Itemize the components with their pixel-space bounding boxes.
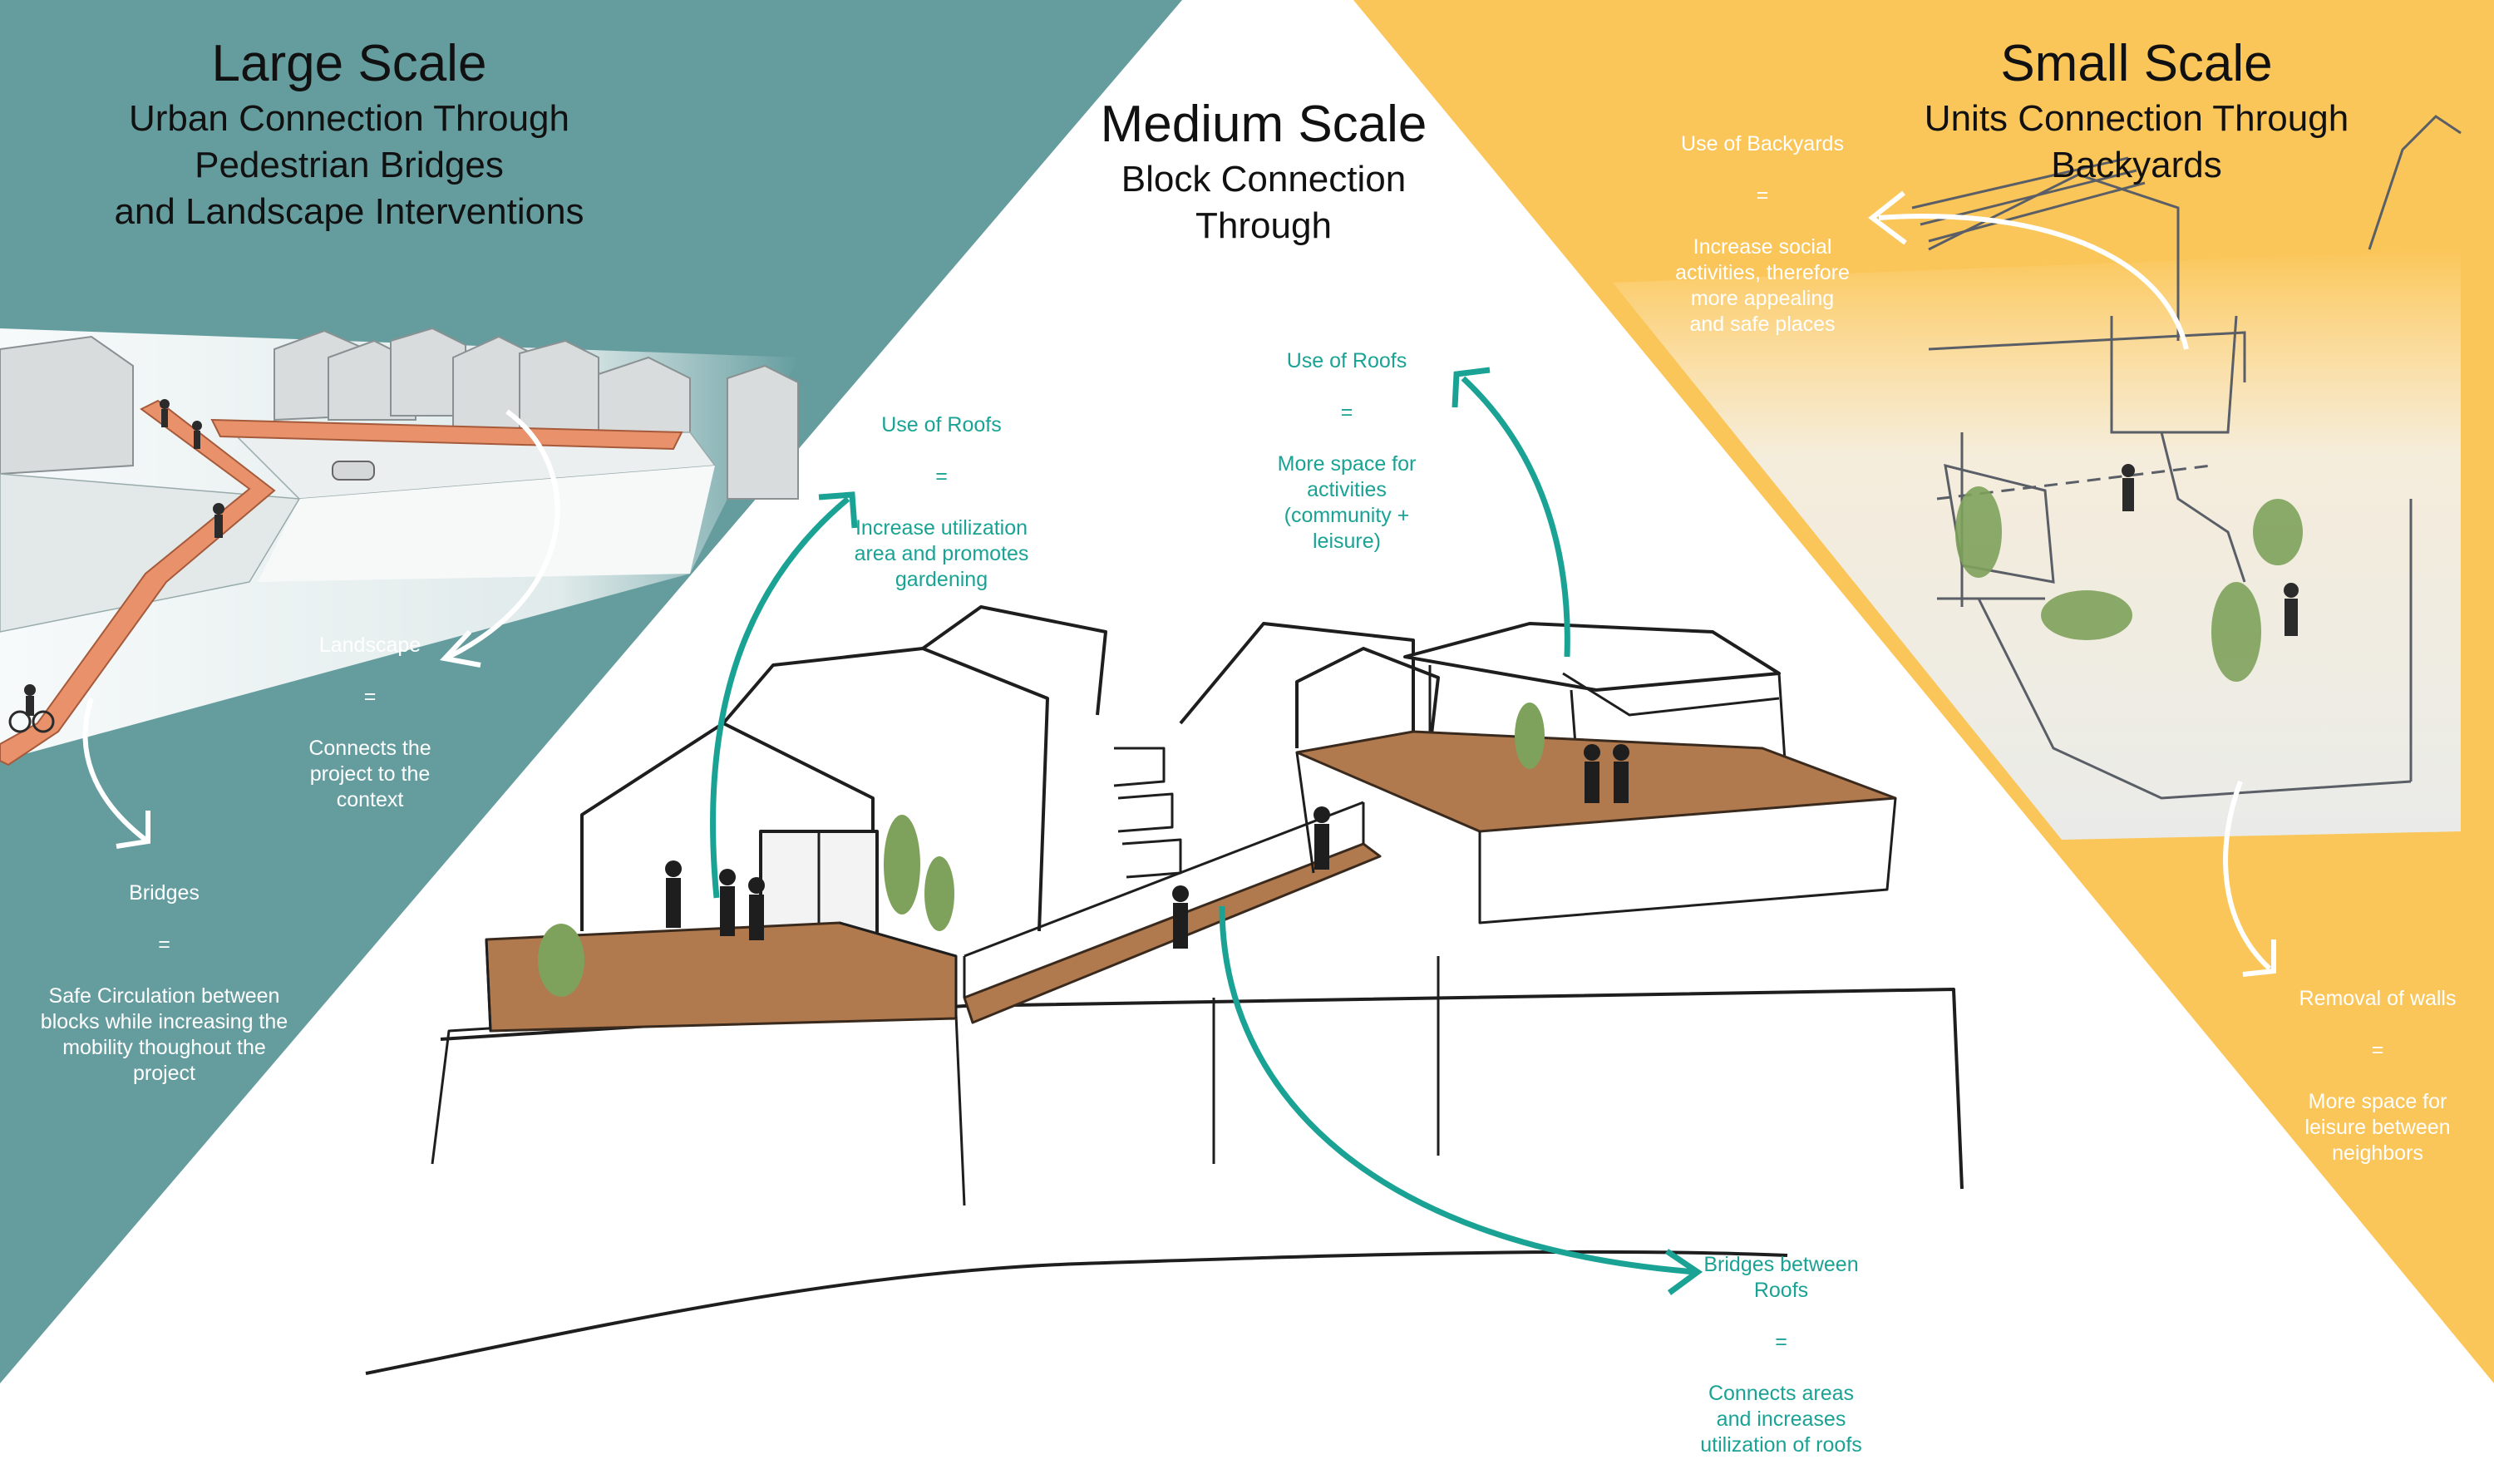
bridges-text: Safe Circulation between blocks while in… bbox=[40, 984, 288, 1085]
bridges-label: Bridges bbox=[129, 881, 200, 905]
large-scale-sketch bbox=[0, 327, 799, 849]
medium-scale-figures bbox=[665, 744, 1629, 949]
medium-scale-arrows bbox=[710, 367, 1703, 1295]
roofs-right-label: Use of Roofs bbox=[1286, 349, 1407, 372]
landscape-equals: = bbox=[363, 685, 377, 708]
roofs-left-annotation: Use of Roofs = Increase utilization area… bbox=[831, 387, 1052, 619]
backyards-label: Use of Backyards bbox=[1681, 132, 1844, 155]
roofs-right-equals: = bbox=[1340, 401, 1353, 424]
bridges-equals: = bbox=[158, 933, 170, 956]
walls-equals: = bbox=[2371, 1038, 2384, 1062]
landscape-label: Landscape bbox=[318, 634, 421, 657]
medium-scale-title: Medium Scale bbox=[1100, 96, 1427, 153]
small-scale-subtitle: Units Connection Through Backyards bbox=[1924, 98, 2349, 185]
bridges-roofs-text: Connects areas and increases utilization… bbox=[1700, 1382, 1862, 1457]
landscape-text: Connects the project to the context bbox=[308, 737, 431, 811]
medium-scale-plants bbox=[538, 703, 1545, 997]
roofs-left-equals: = bbox=[935, 465, 948, 488]
backyards-annotation: Use of Backyards = Increase social activ… bbox=[1654, 106, 1870, 363]
bridges-roofs-equals: = bbox=[1775, 1330, 1787, 1353]
walls-annotation: Removal of walls = More space for leisur… bbox=[2274, 960, 2482, 1192]
landscape-annotation: Landscape = Connects the project to the … bbox=[274, 607, 466, 839]
bridges-roofs-annotation: Bridges between Roofs = Connects areas a… bbox=[1675, 1226, 1887, 1484]
bridges-roofs-label: Bridges between Roofs bbox=[1703, 1253, 1859, 1302]
medium-scale-subtitle: Block Connection Through bbox=[1121, 159, 1407, 246]
small-scale-title: Small Scale bbox=[2000, 35, 2273, 92]
large-scale-title: Large Scale bbox=[211, 35, 487, 92]
walls-text: More space for leisure between neighbors bbox=[2304, 1090, 2451, 1165]
bridges-annotation: Bridges = Safe Circulation between block… bbox=[17, 855, 312, 1112]
diagram-artwork bbox=[0, 0, 2494, 1383]
small-scale-sketch bbox=[1613, 115, 2462, 977]
roofs-left-text: Increase utilization area and promotes g… bbox=[854, 516, 1029, 591]
roofs-left-label: Use of Roofs bbox=[881, 413, 1002, 436]
backyards-equals: = bbox=[1756, 184, 1769, 207]
large-scale-subtitle: Urban Connection Through Pedestrian Brid… bbox=[114, 98, 584, 232]
roofs-right-annotation: Use of Roofs = More space for activities… bbox=[1243, 323, 1451, 580]
roofs-right-text: More space for activities (community + l… bbox=[1277, 452, 1417, 553]
backyards-text: Increase social activities, therefore mo… bbox=[1675, 235, 1850, 336]
walls-label: Removal of walls bbox=[2299, 987, 2457, 1010]
